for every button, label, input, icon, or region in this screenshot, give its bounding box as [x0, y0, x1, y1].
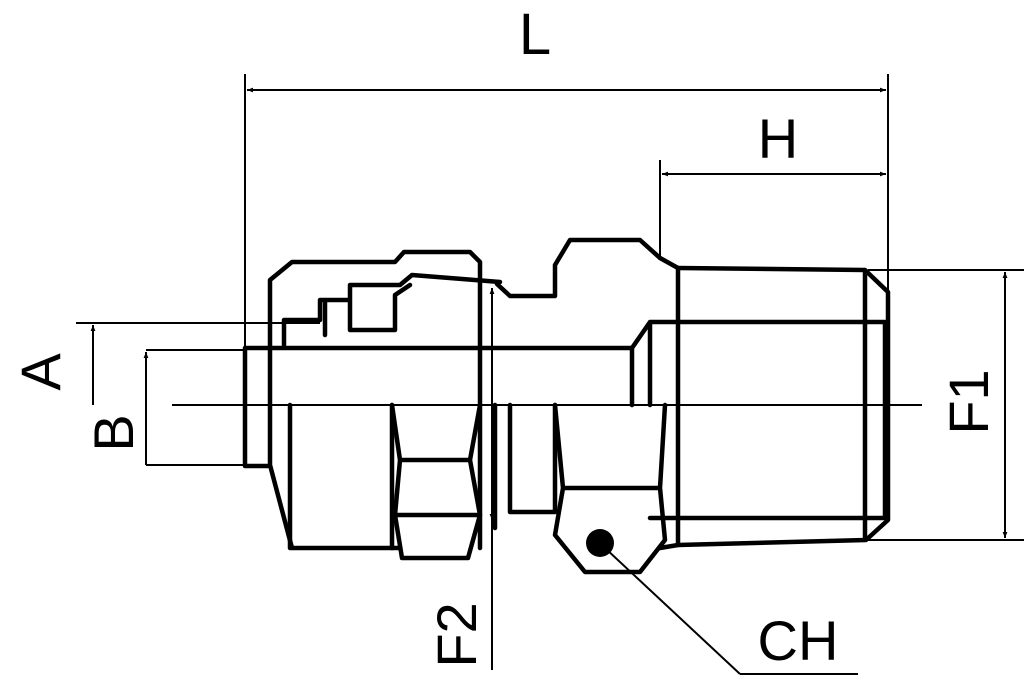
label-h: H: [758, 107, 798, 170]
label-f2: F2: [425, 602, 488, 667]
label-ch: CH: [758, 609, 839, 672]
nut-hex: [389, 402, 483, 561]
tube-stub: [242, 345, 635, 469]
body-hex: [552, 402, 668, 575]
label-f1: F1: [937, 369, 1000, 434]
fitting-body: [242, 237, 891, 575]
label-b: B: [82, 414, 145, 451]
label-a: A: [9, 353, 72, 391]
threaded-end: [675, 265, 891, 548]
ch-leader: [604, 547, 741, 675]
body-main: [629, 255, 888, 551]
nut-inner: [281, 272, 503, 348]
nut-lower-body: [287, 402, 395, 551]
nut-outline: [267, 249, 483, 551]
label-l: L: [519, 2, 551, 67]
neck: [492, 237, 663, 531]
